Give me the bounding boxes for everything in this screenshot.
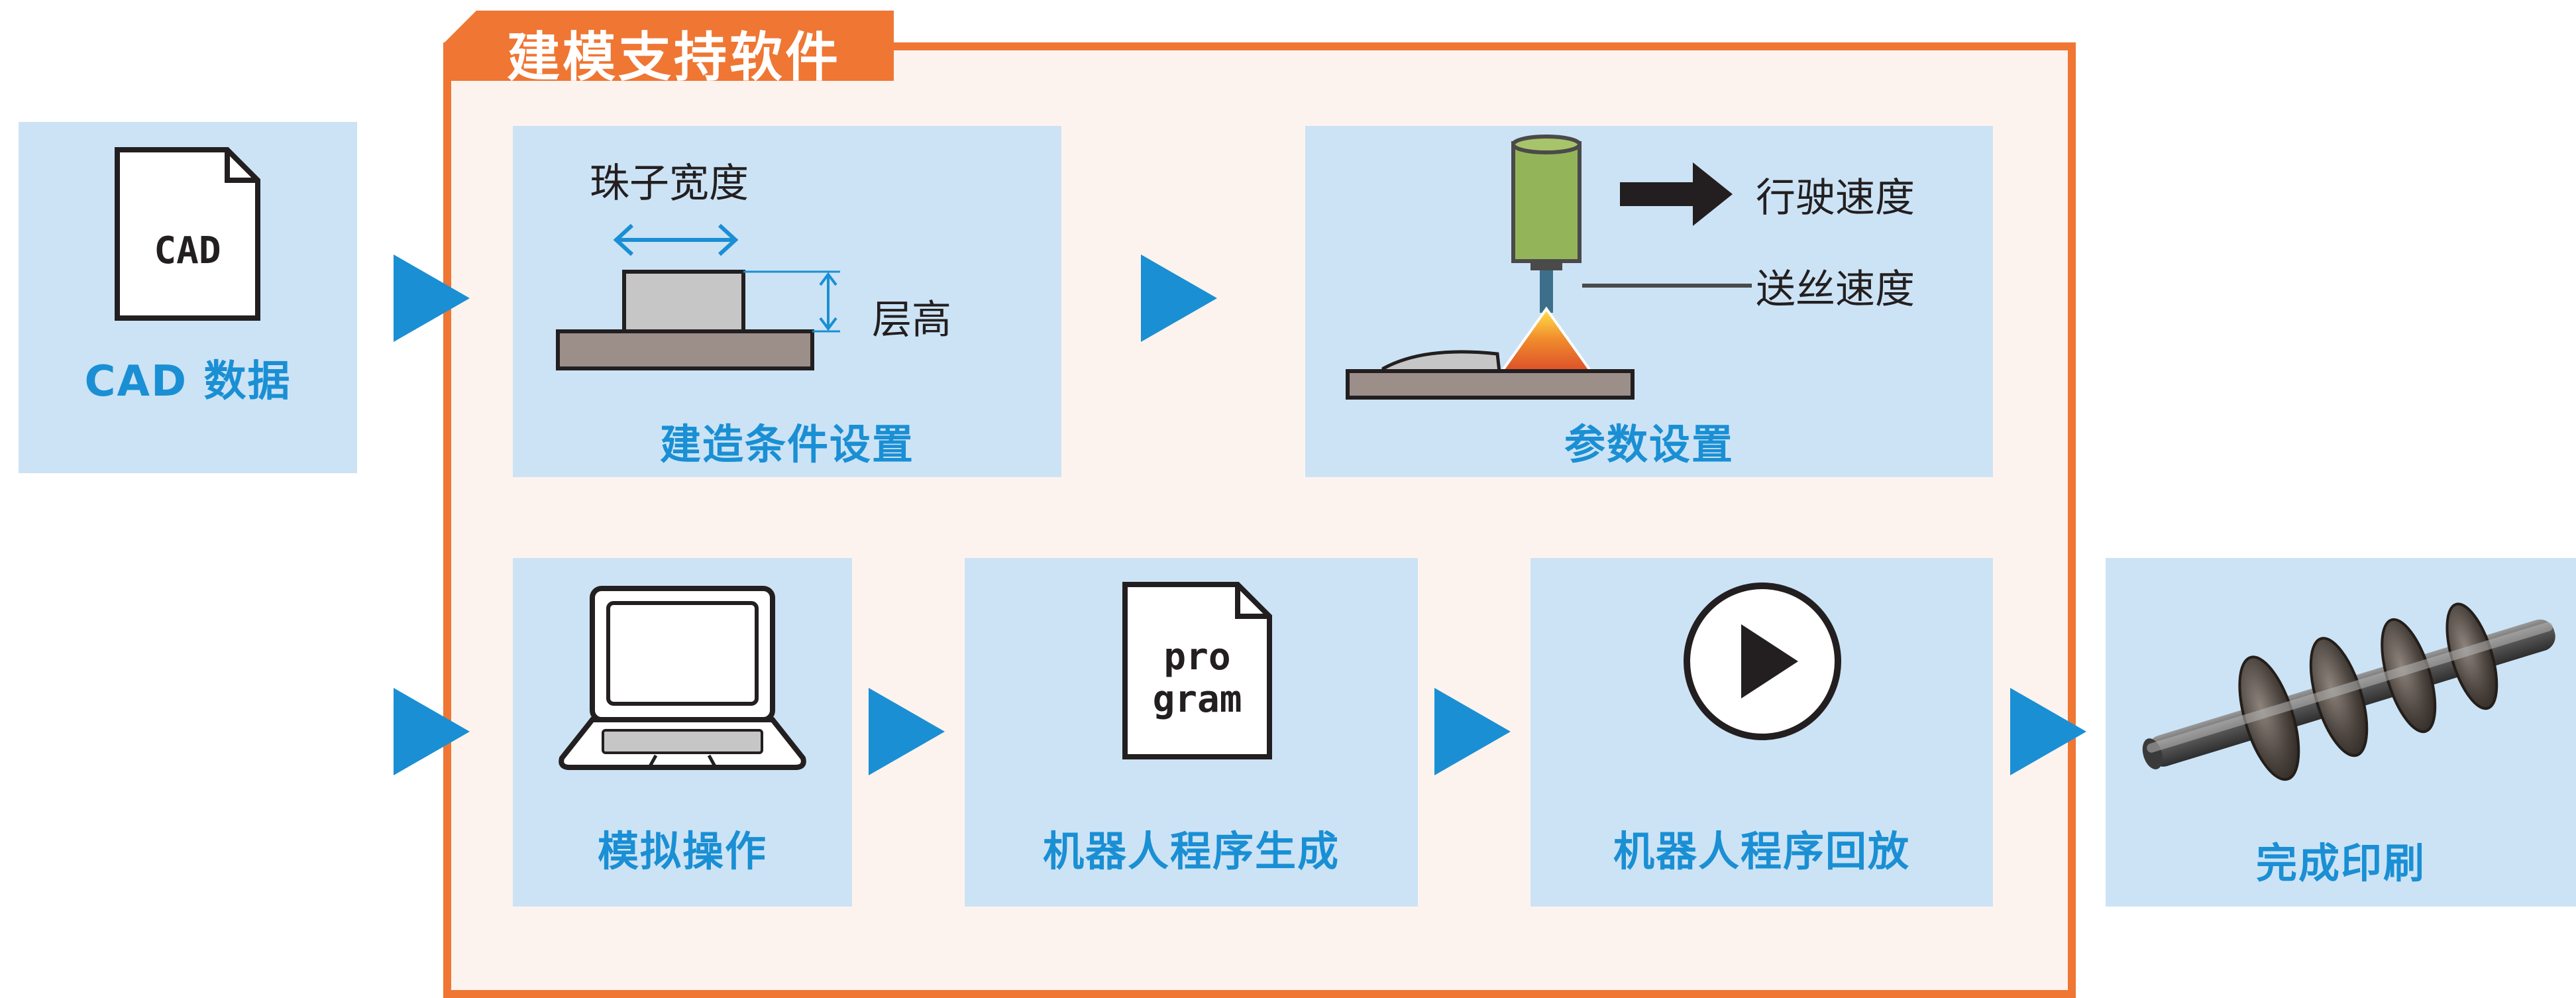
finished-print-panel: 完成印刷 bbox=[2106, 558, 2576, 907]
welding-torch-icon bbox=[1346, 135, 1635, 400]
program-generation-caption: 机器人程序生成 bbox=[1042, 827, 1340, 875]
travel-direction-arrow bbox=[1620, 162, 1733, 226]
svg-text:CAD: CAD bbox=[154, 229, 221, 272]
printed-screw-image bbox=[2142, 602, 2555, 781]
arrow-build-to-param bbox=[1141, 254, 1217, 342]
finished-print-caption: 完成印刷 bbox=[2255, 839, 2426, 887]
build-conditions-caption: 建造条件设置 bbox=[659, 420, 914, 469]
program-playback-panel: 机器人程序回放 bbox=[1530, 558, 1993, 907]
wire-feed-leader-line bbox=[1582, 284, 1752, 288]
cad-data-panel: CAD CAD 数据 bbox=[19, 122, 357, 473]
arrow-playback-to-finished bbox=[2010, 688, 2086, 775]
cad-data-caption: CAD 数据 bbox=[84, 357, 292, 406]
arrow-sim-to-program bbox=[869, 688, 945, 775]
build-conditions-panel: 珠子宽度 层高 建造条件设置 bbox=[513, 126, 1061, 477]
bead-diagram-icon bbox=[556, 223, 840, 370]
arrow-to-simulation bbox=[394, 688, 470, 775]
bead-width-label: 珠子宽度 bbox=[590, 160, 749, 207]
arrow-cad-to-build bbox=[394, 254, 470, 342]
play-icon bbox=[1684, 582, 1841, 740]
parameters-panel: 行驶速度 送丝速度 参数设置 bbox=[1305, 126, 1993, 477]
simulation-panel: 模拟操作 bbox=[513, 558, 852, 907]
travel-speed-label: 行驶速度 bbox=[1756, 175, 1915, 221]
parameters-caption: 参数设置 bbox=[1564, 420, 1734, 469]
cad-document-icon: CAD bbox=[115, 147, 260, 321]
wire-feed-speed-label: 送丝速度 bbox=[1756, 266, 1915, 313]
svg-text:pro: pro bbox=[1163, 636, 1230, 679]
program-generation-panel: pro gram 机器人程序生成 bbox=[965, 558, 1418, 907]
simulation-caption: 模拟操作 bbox=[597, 827, 767, 875]
layer-height-label: 层高 bbox=[872, 297, 951, 343]
software-title: 建模支持软件 bbox=[507, 27, 841, 88]
laptop-icon bbox=[559, 586, 806, 770]
program-document-icon: pro gram bbox=[1122, 582, 1272, 759]
arrow-program-to-playback bbox=[1434, 688, 1511, 775]
software-title-tab: 建模支持软件 bbox=[443, 11, 894, 81]
program-playback-caption: 机器人程序回放 bbox=[1613, 827, 1910, 875]
svg-text:gram: gram bbox=[1153, 678, 1242, 721]
